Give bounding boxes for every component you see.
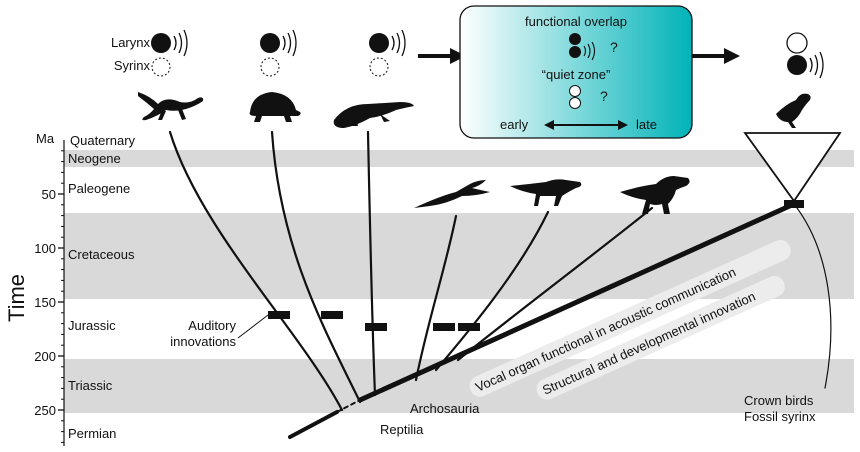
arrow-out-of-box-head xyxy=(724,48,740,64)
tick-label-200: 200 xyxy=(34,349,56,364)
marker-lizard xyxy=(268,311,290,319)
marker-dinosaur xyxy=(458,323,480,331)
late-label: late xyxy=(636,117,657,132)
quiet-question-mark: ? xyxy=(600,88,608,104)
bird-icon xyxy=(776,94,811,128)
syrinx-absent-icon xyxy=(370,58,388,76)
larynx-silent-icon xyxy=(787,33,807,53)
time-axis: Ma 50 100 150 200 250 Time xyxy=(4,131,64,452)
syrinx-active-icon xyxy=(787,52,823,78)
larynx-active-icon xyxy=(151,30,187,56)
overlap-question-mark: ? xyxy=(610,39,618,55)
period-quaternary: Quaternary xyxy=(70,133,136,148)
theropod-icon xyxy=(620,176,690,214)
larynx-active-icon xyxy=(369,30,405,56)
functional-overlap-label: functional overlap xyxy=(525,14,627,29)
period-neogene: Neogene xyxy=(68,151,121,166)
archosauria-label: Archosauria xyxy=(410,401,480,416)
quiet-zone-label: “quiet zone” xyxy=(542,67,611,82)
reptilia-label: Reptilia xyxy=(380,422,424,437)
period-permian: Permian xyxy=(68,426,116,441)
period-paleogene: Paleogene xyxy=(68,181,130,196)
turtle-icon xyxy=(250,92,301,122)
larynx-active-icon xyxy=(260,30,296,56)
cretaceous-band xyxy=(64,213,854,299)
marker-crocodile xyxy=(365,323,387,331)
axis-unit-label: Ma xyxy=(36,131,55,146)
auditory-leader-line xyxy=(238,315,268,338)
tick-label-50: 50 xyxy=(42,187,56,202)
lizard-icon xyxy=(138,92,203,120)
tick-label-250: 250 xyxy=(34,403,56,418)
axis-title: Time xyxy=(4,274,29,322)
transition-inset-box: functional overlap ? “quiet zone” ? earl… xyxy=(460,6,692,138)
marker-turtle xyxy=(321,311,343,319)
reptile-stem-line xyxy=(290,412,337,437)
legend: Larynx Syrinx xyxy=(111,35,151,73)
auditory-label-line1: Auditory xyxy=(188,318,236,333)
crocodile-icon xyxy=(334,102,414,128)
period-cretaceous: Cretaceous xyxy=(68,247,135,262)
fossil-syrinx-label: Fossil syrinx xyxy=(744,409,816,424)
syrinx-absent-icon xyxy=(261,58,279,76)
tick-label-100: 100 xyxy=(34,241,56,256)
auditory-label-line2: innovations xyxy=(170,334,236,349)
larynx-label: Larynx xyxy=(111,35,151,50)
crown-birds-label: Crown birds xyxy=(744,393,814,408)
marker-pterosaur xyxy=(433,323,455,331)
period-triassic: Triassic xyxy=(68,378,113,393)
small-dinosaur-icon xyxy=(510,179,581,206)
pterosaur-icon xyxy=(414,180,490,208)
early-label: early xyxy=(500,117,529,132)
tick-label-150: 150 xyxy=(34,295,56,310)
syrinx-absent-icon xyxy=(152,58,170,76)
period-jurassic: Jurassic xyxy=(68,318,116,333)
syrinx-label: Syrinx xyxy=(114,58,151,73)
